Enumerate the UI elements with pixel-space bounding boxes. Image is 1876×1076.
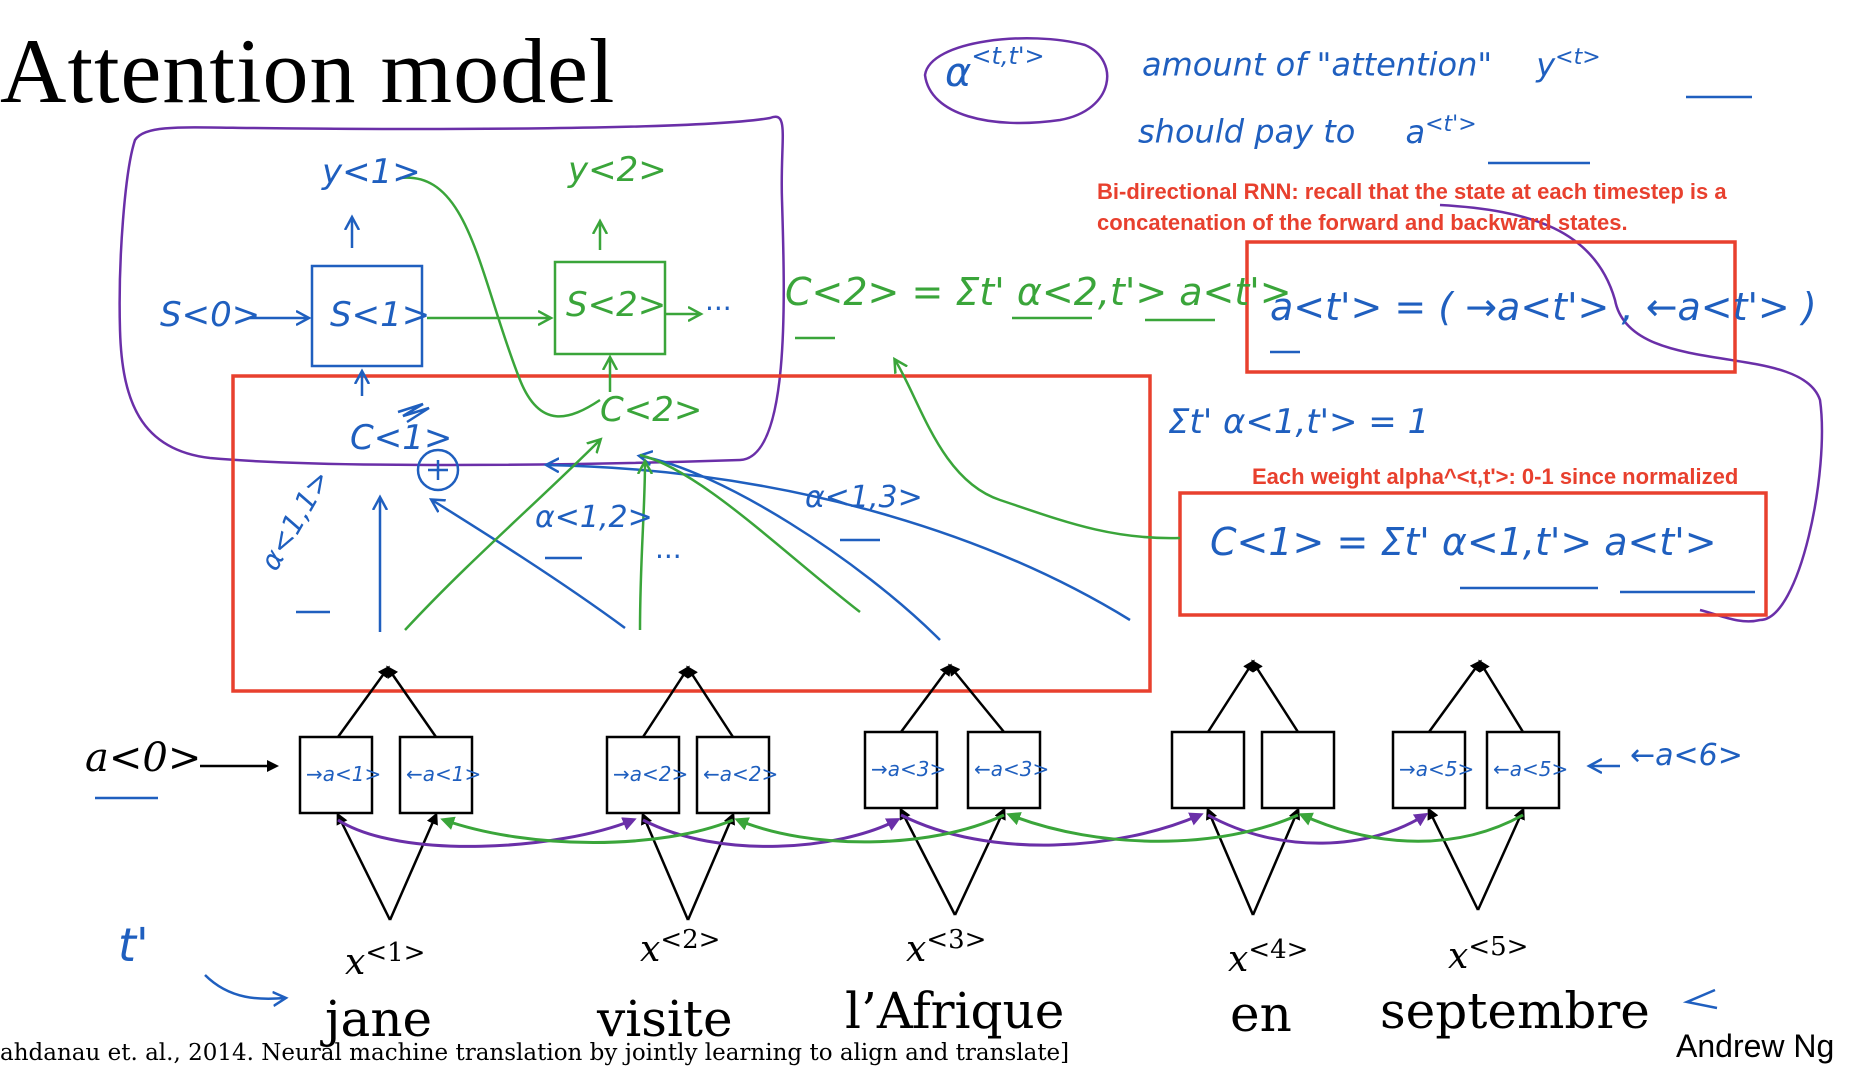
backward-activation-label: ←a<2> [703,762,779,786]
input-word: jane [325,990,433,1048]
input-word: en [1230,985,1292,1043]
input-x-label: x<1> [345,938,425,983]
input-x-label: x<2> [640,925,720,970]
definition-alpha: α<t,t'> [945,42,1045,96]
c1-label: C<1> [350,418,453,458]
tprime-arrow [204,974,285,999]
input-x-symbol: x [640,929,661,970]
a0-text: a<0> [85,735,202,781]
decoder-state-boxes [310,264,424,368]
sum-alpha-equation: Σt' α<1,t'> = 1 [1168,402,1430,442]
s0-label: S<0> [160,295,261,335]
input-x-label: x<4> [1228,935,1308,980]
definition-y-sup: <t> [1555,45,1601,70]
decoder-enclosure [118,115,785,467]
decoder-green-arrows [399,176,1181,631]
decoder-state-2-box [553,260,667,356]
input-x-sup: <5> [1468,932,1529,962]
alpha13-label: α<1,3> [805,480,923,515]
a0-label: a<0> [85,735,201,781]
input-word: septembre [1380,982,1650,1040]
input-x-symbol: x [1228,939,1249,980]
context-general-equation: C<2> = Σt' α<2,t'> a<t'> [785,270,1292,314]
bidirectional-note: Bi-directional RNN: recall that the stat… [1097,179,1727,235]
definition-alpha-sup: <t,t'> [971,42,1045,70]
input-x-label: x<5> [1448,932,1528,977]
context-1-equation: C<1> = Σt' α<1,t'> a<t'> [1210,520,1717,564]
definition-alpha-ellipse [923,37,1109,125]
input-x-sup: <1> [365,938,426,968]
c2-label: C<2> [600,390,703,430]
definition-line2: should pay to a<t'> [1138,112,1477,151]
tprime-label: t' [118,918,149,972]
input-x-symbol: x [1448,936,1469,977]
s2-continuation: ··· [705,292,732,325]
encoder-arrows [200,659,1525,921]
backward-activation-label: ←a<3> [974,757,1050,781]
ellipsis-label: ··· [655,540,682,573]
definition-y-symbol: y [1536,45,1556,84]
slide-title: Attention model [0,20,616,122]
concat-equation-box [1245,240,1737,374]
input-word: l’Afrique [845,982,1065,1040]
input-x-symbol: x [345,942,366,983]
definition-alpha-symbol: α [945,50,972,96]
definition-a-symbol: a [1405,112,1426,151]
definition-line1: amount of "attention" y<t> [1142,45,1601,84]
definition-line1-text: amount of "attention" [1142,45,1493,84]
s1-label: S<1> [330,295,431,335]
input-x-sup: <4> [1248,935,1309,965]
weights-note: Each weight alpha^<t,t'>: 0-1 since norm… [1252,464,1739,489]
a-concat-equation: a<t'> = ( →a<t'> , ←a<t'> ) [1270,285,1817,329]
input-x-sup: <3> [926,925,987,955]
input-word: visite [597,990,733,1048]
s2-label: S<2> [566,285,667,325]
backward-activation-label: ←a<5> [1493,757,1569,781]
definition-a-sup: <t'> [1425,112,1477,137]
input-x-sup: <2> [660,925,721,955]
forward-activation-label: →a<1> [306,762,382,786]
definition-line2-text: should pay to [1138,112,1356,151]
y2-label: y<2> [568,150,667,190]
septembre-arrow [1682,988,1718,1010]
alpha12-label: α<1,2> [535,500,653,535]
backward-recurrence-arcs [440,812,1524,844]
citation: ahdanau et. al., 2014. Neural machine tr… [0,1040,1070,1066]
forward-activation-label: →a<3> [871,757,947,781]
forward-activation-label: →a<2> [613,762,689,786]
attention-region-box [231,374,1152,693]
alpha-scribble [397,402,430,424]
forward-activation-label: →a<5> [1399,757,1475,781]
backward-activation-label: ←a<1> [406,762,482,786]
forward-recurrence-arcs [337,812,1429,848]
input-x-label: x<3> [906,925,986,970]
a6-label: ←a<6> [1630,738,1743,773]
input-x-symbol: x [906,929,927,970]
context-equation-box [1178,491,1768,617]
author: Andrew Ng [1676,1028,1835,1064]
y1-label: y<1> [322,152,421,192]
